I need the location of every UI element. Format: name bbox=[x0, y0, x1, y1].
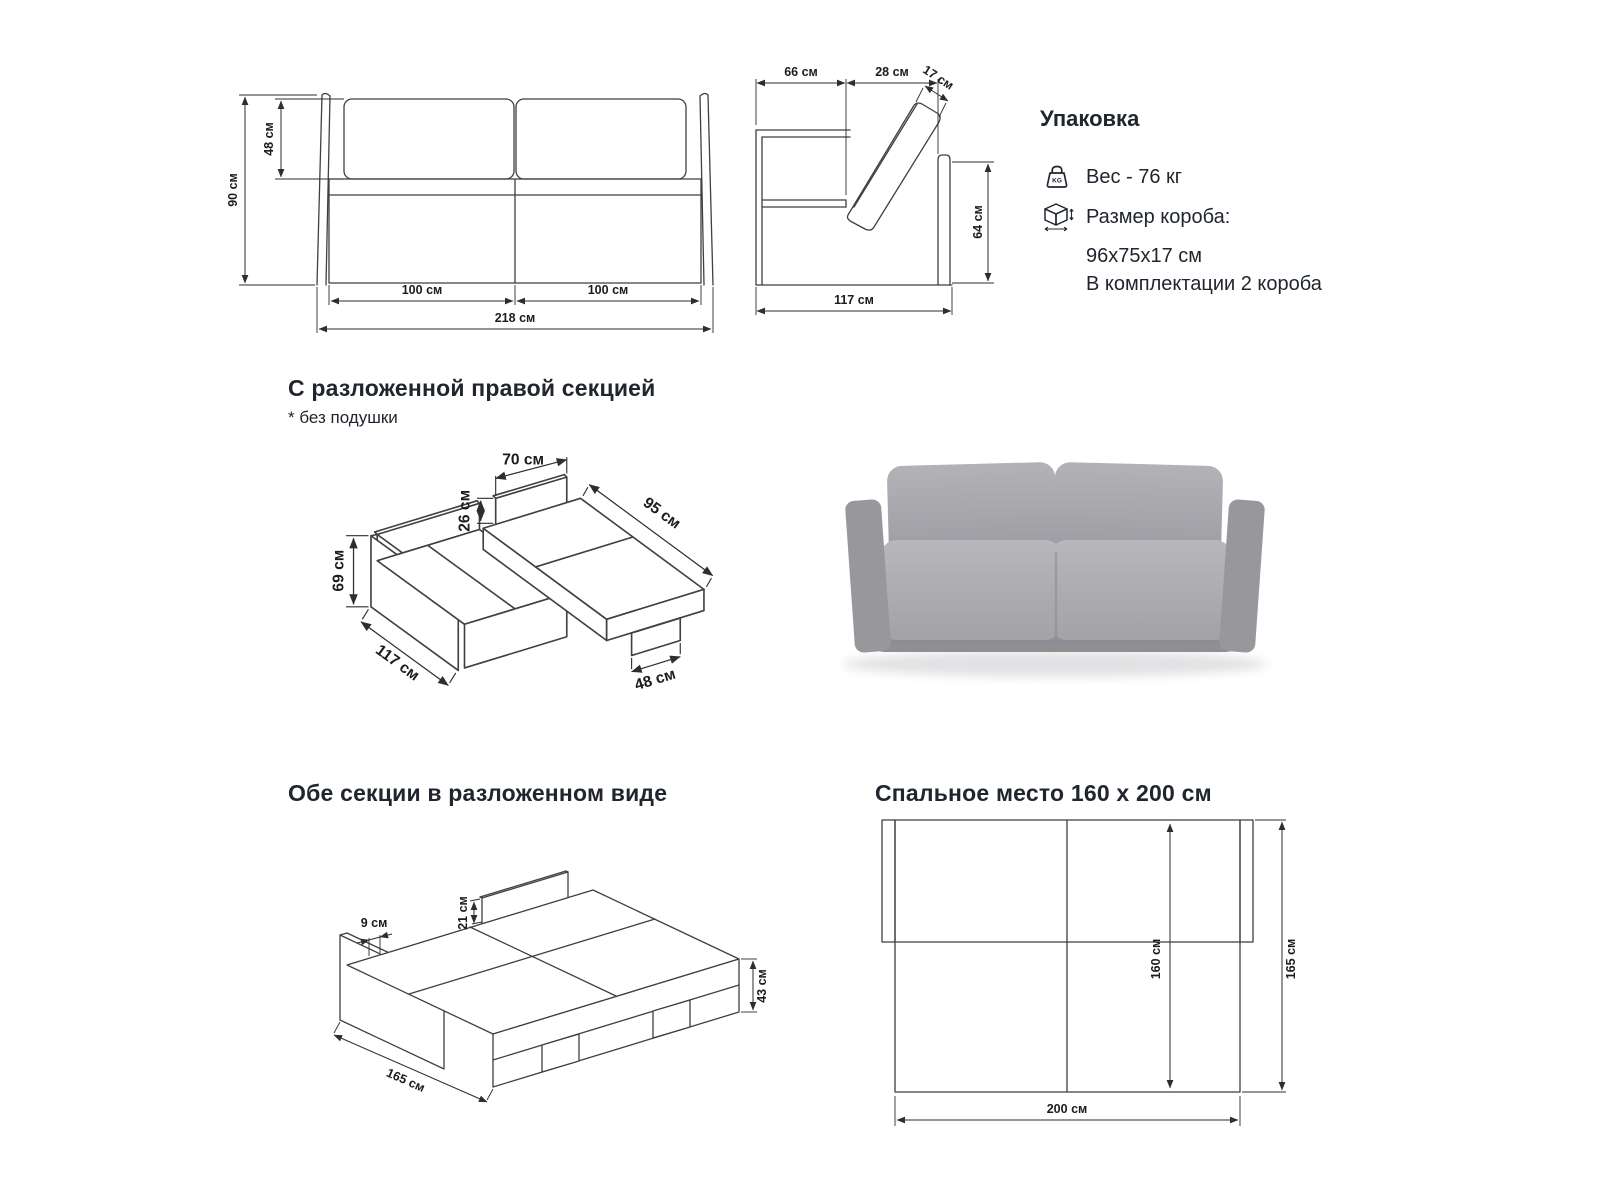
side-view-diagram: 66 см 28 см 17 см 64 см 117 см bbox=[755, 63, 994, 315]
dim-seat-66: 66 см bbox=[755, 65, 847, 195]
dim-label-117-side: 117 см bbox=[834, 293, 874, 307]
dim-label-160: 160 см bbox=[1149, 939, 1163, 980]
dim-label-66: 66 см bbox=[784, 65, 818, 79]
side-sofa-outline bbox=[755, 102, 953, 286]
sleeping-area-outline bbox=[881, 819, 1254, 1093]
dim-label-90: 90 см bbox=[226, 173, 240, 207]
packaging-boxsize-row: Размер короба: bbox=[1040, 201, 1500, 233]
dim-label-69: 69 см bbox=[331, 550, 348, 592]
dim-label-28: 28 см bbox=[875, 65, 909, 79]
dim-label-21: 21 см bbox=[456, 896, 470, 930]
dim-arm-height-69: 69 см bbox=[331, 535, 369, 608]
right-section-outline bbox=[370, 473, 705, 672]
dim-gap-9: 9 см bbox=[356, 916, 393, 956]
weight-kg-icon: KG bbox=[1040, 162, 1074, 192]
arm-right bbox=[1219, 499, 1265, 653]
packaging-section: Упаковка KG Вес - 76 кг bbox=[1040, 106, 1500, 298]
packaging-weight: Вес - 76 кг bbox=[1086, 166, 1183, 188]
dim-label-100-right: 100 см bbox=[588, 283, 629, 297]
sofa-photo bbox=[843, 462, 1267, 677]
dim-width-218: 218 см bbox=[316, 287, 714, 333]
both-sections-outline bbox=[339, 870, 740, 1088]
dim-panel-70: 70 см bbox=[495, 452, 568, 496]
dim-label-26: 26 см bbox=[456, 490, 473, 532]
both-sections-title: Обе секции в разложенном виде bbox=[288, 780, 668, 806]
packaging-box-note: В комплектации 2 короба bbox=[1086, 273, 1322, 295]
dim-cushion-17: 17 см bbox=[915, 63, 956, 118]
dim-label-165-outer: 165 см bbox=[1284, 939, 1298, 980]
right-section-diagram: 70 см 95 см 26 см 69 см bbox=[331, 452, 714, 694]
dim-label-48: 48 см bbox=[262, 122, 276, 156]
dim-label-64: 64 см bbox=[971, 205, 985, 239]
dim-height-64: 64 см bbox=[952, 161, 994, 284]
seat-cushion-right bbox=[1050, 540, 1232, 640]
svg-text:KG: KG bbox=[1052, 178, 1062, 185]
front-sofa-outline bbox=[316, 92, 714, 286]
dim-cushion-48: 48 см bbox=[262, 98, 344, 180]
sleeping-area-title: Спальное место 160 x 200 см bbox=[875, 780, 1212, 806]
packaging-box-size-label: Размер короба: bbox=[1086, 206, 1231, 228]
dim-label-165: 165 см bbox=[384, 1066, 427, 1095]
sofa-photo-shapes bbox=[843, 462, 1267, 677]
dim-height-90: 90 см bbox=[226, 94, 317, 286]
box-dimensions-icon bbox=[1040, 201, 1074, 233]
dim-bed-height-43: 43 см bbox=[741, 958, 769, 1013]
dim-label-70: 70 см bbox=[502, 452, 544, 469]
back-cushion-right bbox=[1053, 462, 1223, 566]
dim-label-218: 218 см bbox=[495, 311, 536, 325]
dim-outer-165: 165 см bbox=[1242, 819, 1298, 1093]
dim-width-160: 160 см bbox=[1149, 823, 1174, 1089]
dim-depth-117: 117 см bbox=[755, 287, 953, 315]
dim-length-200: 200 см bbox=[894, 1096, 1241, 1126]
seat-cushion-left bbox=[880, 540, 1062, 640]
dim-seats-100: 100 см 100 см bbox=[328, 283, 702, 305]
dim-label-100-left: 100 см bbox=[402, 283, 443, 297]
dim-label-200: 200 см bbox=[1047, 1102, 1088, 1116]
packaging-title: Упаковка bbox=[1040, 106, 1140, 131]
right-section-note: * без подушки bbox=[288, 408, 398, 427]
packaging-box-size: 96x75x17 см bbox=[1086, 245, 1203, 267]
packaging-weight-row: KG Вес - 76 кг bbox=[1040, 162, 1500, 192]
back-cushion-left bbox=[887, 462, 1057, 566]
dim-label-9: 9 см bbox=[361, 916, 388, 930]
both-sections-diagram: 9 см 21 см 43 см 165 см bbox=[333, 870, 769, 1103]
sleeping-area-diagram: 160 см 165 см 200 см bbox=[881, 819, 1298, 1126]
floor-shadow bbox=[843, 651, 1267, 677]
front-view-diagram: 90 см 48 см 100 см 100 см 218 см bbox=[226, 92, 714, 333]
arm-left bbox=[845, 499, 891, 653]
dim-panel-height-26: 26 см bbox=[456, 490, 494, 532]
dim-panel-21: 21 см bbox=[456, 896, 483, 930]
dim-label-43: 43 см bbox=[755, 969, 769, 1003]
right-section-title: С разложенной правой секцией bbox=[288, 375, 656, 401]
